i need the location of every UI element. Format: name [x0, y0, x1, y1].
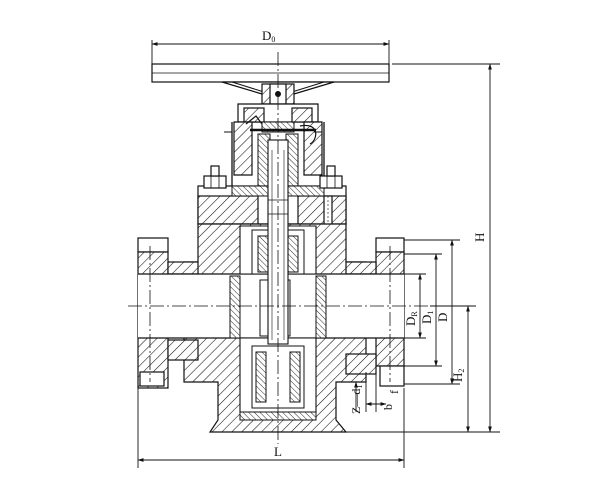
bonnet-bolt-left: [203, 165, 227, 189]
dimension-labels: D0 H H2 D D1 DR L Z—d1 b f: [262, 28, 487, 459]
label-bolt-holes: Z—d1: [349, 385, 364, 414]
label-flange-diameter: D: [435, 313, 450, 322]
label-raised-face-diameter: DR: [403, 311, 419, 326]
label-height-total: H: [472, 233, 487, 242]
centerlines: [128, 52, 430, 444]
bonnet-bolt-right: [319, 165, 343, 189]
dimension-lines: [137, 40, 500, 468]
label-bolt-circle-diameter: D1: [419, 311, 435, 324]
label-length: L: [274, 444, 282, 459]
handwheel: [151, 63, 390, 105]
label-raised-face-height: f: [387, 390, 401, 394]
label-handwheel-diameter: D0: [262, 28, 275, 44]
label-flange-thickness: b: [381, 404, 395, 410]
label-height-lower: H2: [450, 369, 466, 382]
